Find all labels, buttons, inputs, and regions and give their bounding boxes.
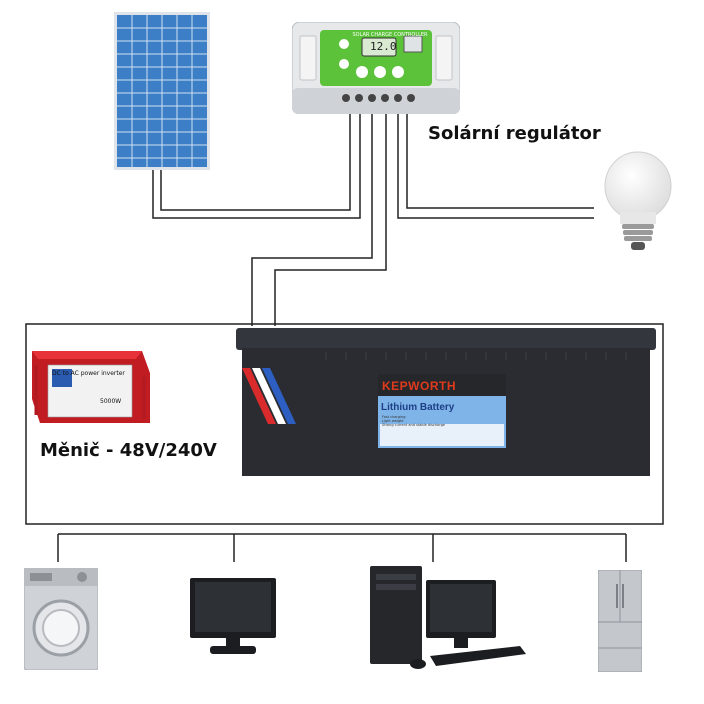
battery-feature-2: Light weight (382, 419, 404, 423)
load-wire-2 (406, 113, 594, 209)
inverter-power: 5000W (100, 398, 122, 405)
controller-display: 12.0 (370, 40, 397, 53)
inverter-text: DC to AC power inverter (52, 370, 125, 377)
solar-wire-2 (160, 113, 351, 211)
battery-wire-2 (274, 113, 387, 326)
refrigerator-icon (598, 570, 642, 672)
system-frame (25, 323, 664, 525)
inverter-label: Měnič - 48V/240V (40, 440, 217, 461)
battery-feature-3: Strong current and stable discharge (382, 423, 445, 427)
solar-panel-icon (114, 12, 210, 170)
monitor-icon (190, 578, 276, 654)
battery-brand: KEPWORTH (382, 379, 456, 393)
regulator-label: Solární regulátor (428, 123, 601, 144)
solar-wire-1 (152, 113, 361, 219)
battery-title: Lithium Battery (381, 402, 455, 413)
battery-wire-1 (251, 113, 373, 326)
controller-title: SOLAR CHARGE CONTROLLER (352, 32, 428, 38)
lithium-battery-icon (236, 328, 656, 476)
inverter-icon (32, 351, 150, 423)
charge-controller-icon (292, 22, 460, 114)
desktop-computer-icon (370, 566, 526, 669)
washing-machine-icon (24, 568, 98, 670)
light-bulb-icon (604, 151, 672, 250)
load-wire-1 (397, 113, 594, 219)
battery-feature-1: Fast charging (382, 415, 406, 419)
